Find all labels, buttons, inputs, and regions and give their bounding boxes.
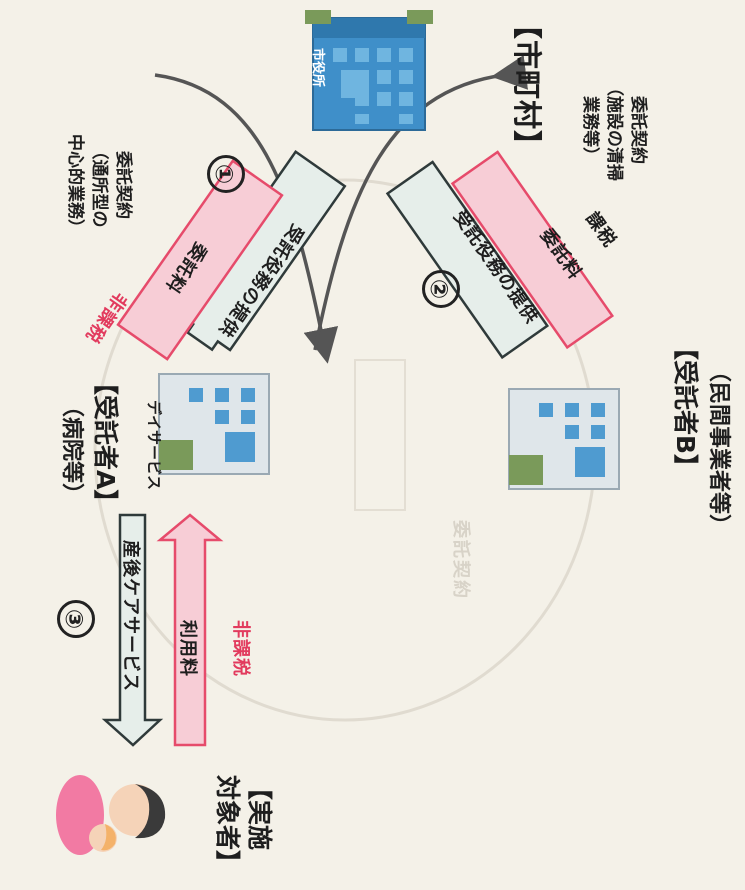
facility-building-icon [155, 370, 275, 480]
flow3-tax-label: 非課税 [230, 620, 251, 677]
mother-baby-icon [55, 760, 175, 870]
facility-building-icon [505, 385, 625, 495]
flow3-number: ③ [57, 600, 95, 638]
contract-a-curve [154, 73, 339, 364]
recipient-label-line2: 対象者】 [213, 775, 242, 876]
recipient-label: 【実施 対象者】 [211, 775, 275, 875]
flow3-service-label: 産後ケアサービス [120, 540, 141, 692]
recipient-label-line1: 【実施 [245, 775, 274, 851]
flow2-fee-arrow [450, 150, 615, 350]
flow2-service-arrow [385, 160, 550, 360]
ghost-text: 委託契約 [450, 520, 471, 600]
contract-b-curve [313, 55, 529, 351]
flow3-fee-label: 利用料 [177, 620, 198, 677]
flow3-service-arrow [101, 513, 164, 747]
flow1-fee-arrow [116, 159, 284, 361]
city-hall-building-icon: 市役所 [305, 10, 435, 140]
flow3-fee-arrow [156, 513, 224, 747]
